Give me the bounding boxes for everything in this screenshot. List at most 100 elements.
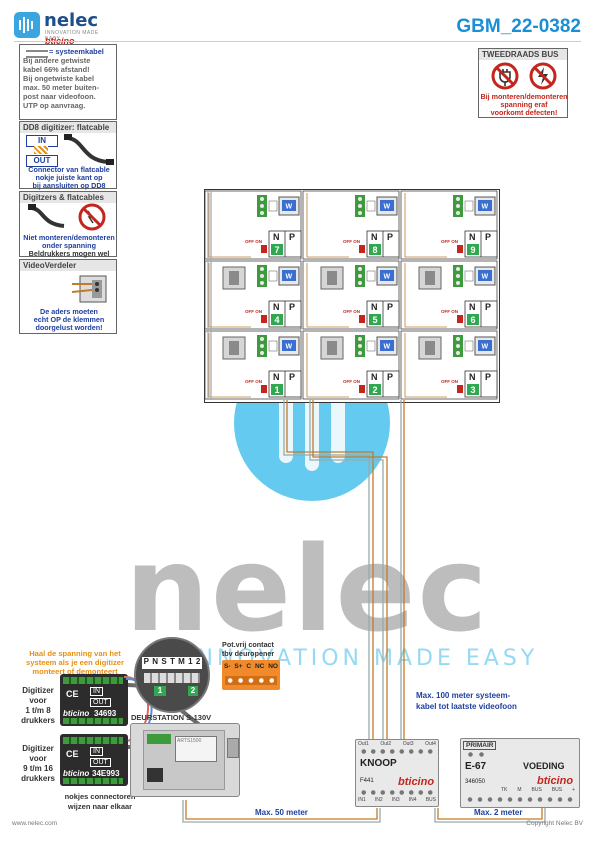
digitizer2-code: 34E993 xyxy=(92,769,120,778)
apartment-cell xyxy=(302,260,400,330)
apartment-number-badge xyxy=(271,244,283,255)
digitizer1-terminals xyxy=(63,677,123,684)
knoop-out1: Out1 xyxy=(358,741,369,747)
off-on-label: OFF ON xyxy=(245,379,262,384)
knoop-outs: Out1 Out2 Out3 Out4 xyxy=(358,741,436,747)
videofoon-screen xyxy=(478,340,492,351)
np-p-label: P xyxy=(485,232,491,242)
voeding-bottom-screws xyxy=(465,796,575,803)
digitizer1-title-3: 1 t/m 8 xyxy=(25,706,51,715)
terminal-screw xyxy=(358,337,362,341)
voeding-top-screws xyxy=(465,751,487,758)
tweedraads-title: TWEEDRAADS BUS xyxy=(479,49,567,60)
apartment-number-badge xyxy=(271,384,283,395)
max100-label: Max. 100 meter systeem- kabel tot laatst… xyxy=(416,690,517,712)
terminal-screw xyxy=(358,197,362,201)
apartment-wire xyxy=(404,333,447,398)
knoop-out4: Out4 xyxy=(425,741,436,747)
apartment-number: 7 xyxy=(275,245,280,255)
cable-line-3: Bij ongetwiste kabel xyxy=(23,74,95,83)
knoop-brand: bticino xyxy=(398,776,435,788)
digitizer2-title-4: drukkers xyxy=(21,774,55,783)
deurstation-terminal xyxy=(147,734,171,744)
np-n-label: N xyxy=(469,302,476,312)
max50-label: Max. 50 meter xyxy=(255,808,308,817)
relay-connector: S- S+ C NC NO xyxy=(222,660,280,690)
pot-vrij-label: Pot.vrij contact tbv deuropener xyxy=(213,640,283,658)
np-p-label: P xyxy=(485,372,491,382)
off-on-switch xyxy=(457,315,463,323)
apartment-number-badge xyxy=(369,384,381,395)
video-distributor-core xyxy=(327,341,337,355)
terminal-screw xyxy=(358,211,362,215)
logo-name: nelec xyxy=(44,10,99,31)
dd8-line-3: bij aansluiten op DD8 xyxy=(32,181,106,190)
terminal-label-strip: P N S T M 1 2 xyxy=(142,657,202,669)
terminal-screw xyxy=(260,351,264,355)
off-on-label: OFF ON xyxy=(245,309,262,314)
np-n-label: N xyxy=(371,372,378,382)
voeding-term-tk: TK xyxy=(501,787,508,793)
relay-label-no: NO xyxy=(268,663,278,670)
terminal-label-m: M xyxy=(178,657,185,666)
nokjes-line-1: nokjes connectoren xyxy=(64,792,136,801)
terminal-screw xyxy=(260,204,264,208)
terminal-screw xyxy=(260,337,264,341)
apartment-cell xyxy=(400,260,498,330)
cable-title: = systeemkabel xyxy=(49,47,104,56)
off-on-switch xyxy=(359,245,365,253)
relay-screws xyxy=(225,676,277,685)
digitizer2-out: OUT xyxy=(90,758,111,767)
footer-website: www.nelec.com xyxy=(12,820,58,827)
doc-code: GBM_22-0382 xyxy=(456,16,581,37)
knoop-in4: IN4 xyxy=(408,797,417,803)
terminal-zoom: P N S T M 1 2 1 2 xyxy=(134,637,210,713)
apartment-wire xyxy=(404,193,447,258)
terminal-blocks xyxy=(144,673,200,683)
spanning-line-1: Haal de spanning van het xyxy=(29,649,121,658)
off-on-label: OFF ON xyxy=(245,239,262,244)
relay-label-nc: NC xyxy=(254,663,265,670)
note-tweedraads-panel: TWEEDRAADS BUS Bij monteren/demonteren s… xyxy=(478,48,568,118)
apartment-cell xyxy=(204,190,302,260)
digitizer1-in: IN xyxy=(90,687,103,696)
terminal-screw xyxy=(456,211,460,215)
spanning-line-3: monteert of demonteert xyxy=(32,667,118,676)
voeding-module: PRIMAIR E-67 VOEDING 346050 bticino TK M… xyxy=(460,738,580,808)
dd8-connector-icon xyxy=(34,146,48,154)
nelec-logo: nelec INNOVATION MADE EASY bticino xyxy=(14,10,104,46)
videofoon-label: W xyxy=(286,274,293,281)
voeding-term-bus1: BUS xyxy=(531,787,542,793)
videofoon-screen xyxy=(380,270,394,281)
off-on-switch xyxy=(261,245,267,253)
din-connector xyxy=(268,270,278,282)
np-p-label: P xyxy=(485,302,491,312)
digitizers-line-3: Beldrukkers mogen wel xyxy=(28,249,110,258)
no-power-icon xyxy=(78,203,106,231)
digitizer1-module: CE IN OUT bticino 34693 xyxy=(60,674,128,726)
apartment-number: 3 xyxy=(471,385,476,395)
spanning-note: Haal de spanning van het systeem als je … xyxy=(8,649,142,676)
voeding-term-bus2: BUS xyxy=(551,787,563,793)
din-connector xyxy=(268,200,278,212)
cable-line-4: max. 50 meter buiten- xyxy=(23,83,99,92)
apartment-cell xyxy=(400,330,498,400)
apartment-number: 9 xyxy=(471,245,476,255)
voeding-terms: TK M BUS BUS + xyxy=(501,787,575,793)
terminal-screw xyxy=(358,281,362,285)
din-connector xyxy=(366,270,376,282)
terminal-screw xyxy=(260,197,264,201)
digitizer2-brand: bticino xyxy=(63,769,90,778)
dd8-title: DD8 digitizer: flatcable xyxy=(20,122,116,133)
grid-border xyxy=(204,189,500,403)
tweedraads-line-1: Bij monteren/demonteren xyxy=(480,92,568,101)
terminal-screw xyxy=(358,204,362,208)
digitizer1-title-2: voor xyxy=(29,696,47,705)
flatcable-small-icon xyxy=(28,204,65,228)
np-p-label: P xyxy=(289,232,295,242)
np-n-label: N xyxy=(273,232,280,242)
videofoon-label: W xyxy=(482,344,489,351)
digitizers-line-2: onder spanning xyxy=(42,241,96,250)
